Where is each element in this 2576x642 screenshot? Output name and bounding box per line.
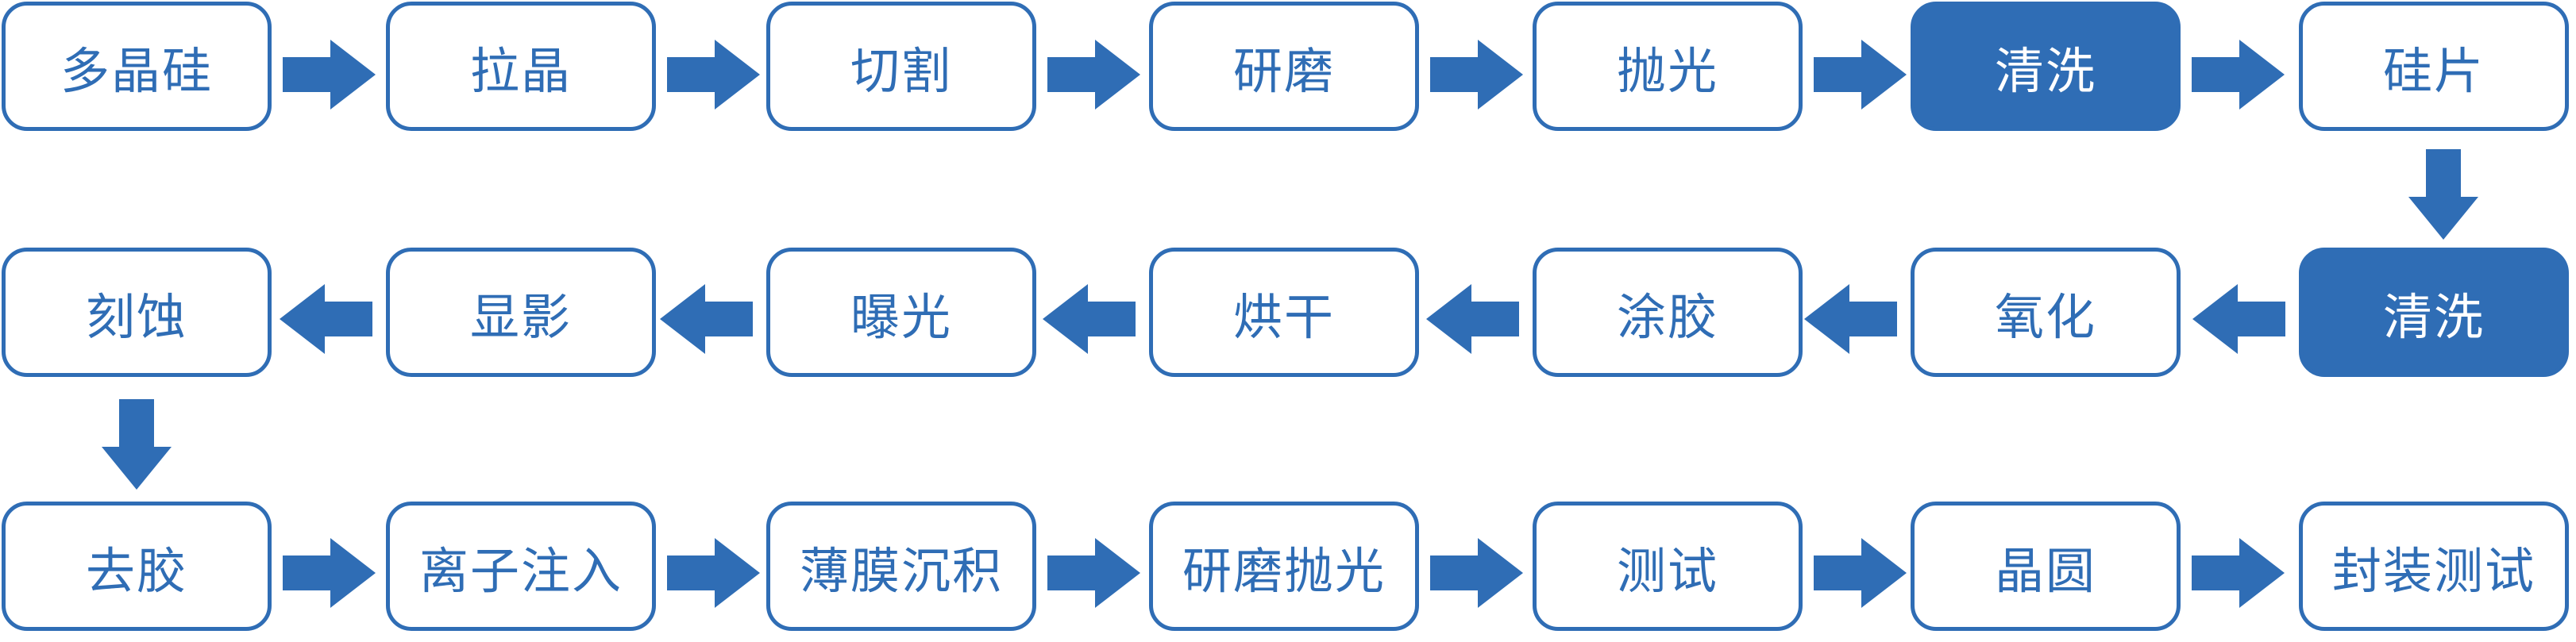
step-node: 涂胶 [1533,248,1803,377]
step-node: 清洗 [2299,248,2569,377]
step-node: 显影 [386,248,656,377]
step-node: 研磨 [1149,2,1419,131]
step-node: 氧化 [1911,248,2181,377]
step-node: 封装测试 [2299,502,2569,631]
step-node: 切割 [766,2,1036,131]
step-node: 去胶 [2,502,272,631]
step-node: 清洗 [1911,2,2181,131]
step-node: 抛光 [1533,2,1803,131]
step-node: 离子注入 [386,502,656,631]
step-node: 测试 [1533,502,1803,631]
step-node: 多晶硅 [2,2,272,131]
step-node: 硅片 [2299,2,2569,131]
step-node: 薄膜沉积 [766,502,1036,631]
step-node: 烘干 [1149,248,1419,377]
step-node: 拉晶 [386,2,656,131]
step-node: 晶圆 [1911,502,2181,631]
step-node: 研磨抛光 [1149,502,1419,631]
step-node: 刻蚀 [2,248,272,377]
step-node: 曝光 [766,248,1036,377]
